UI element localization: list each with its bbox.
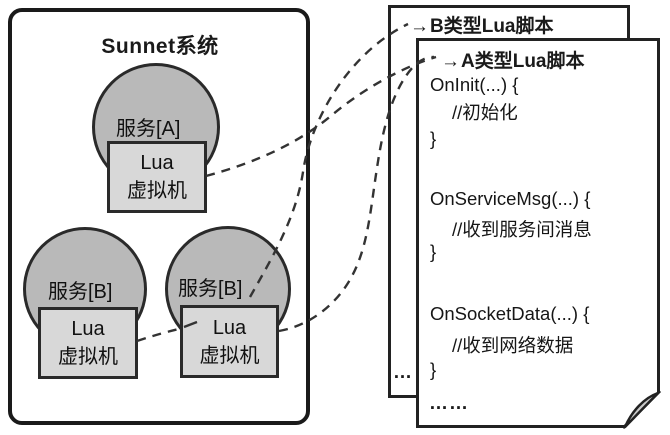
service-a-label: 服务[A]: [116, 118, 181, 140]
lua-vm-label-line1: Lua: [140, 152, 174, 174]
lua-vm-label-line2: 虚拟机: [127, 180, 187, 202]
code-line: OnSocketData(...) {: [430, 303, 590, 324]
code-line: OnServiceMsg(...) {: [430, 188, 591, 209]
lua-vm-label-line2: 虚拟机: [58, 346, 118, 368]
a-script-ellipsis: ……: [429, 393, 469, 414]
b-script-title-text: B类型Lua脚本: [430, 16, 554, 37]
code-line: }: [430, 241, 437, 262]
code-line: OnInit(...) {: [430, 74, 519, 95]
service-b-left-label: 服务[B]: [48, 281, 113, 303]
lua-vm-label-line1: Lua: [71, 318, 105, 340]
service-b-left-lua-vm-box: Lua 虚拟机: [38, 307, 138, 379]
service-b-right-lua-vm-box: Lua 虚拟机: [180, 305, 279, 378]
service-a-lua-vm-box: Lua 虚拟机: [107, 141, 207, 213]
b-script-title: →B类型Lua脚本: [410, 11, 554, 38]
code-line: //收到服务间消息: [452, 219, 592, 240]
lua-vm-label-line2: 虚拟机: [199, 344, 260, 367]
code-line: //初始化: [452, 102, 518, 123]
code-line: }: [430, 128, 437, 149]
b-script-arrow-icon: →: [410, 16, 429, 37]
a-script-title: →A类型Lua脚本: [441, 46, 585, 73]
a-script-arrow-icon: →: [441, 51, 460, 72]
code-line: //收到网络数据: [452, 335, 574, 356]
lua-vm-label-line1: Lua: [212, 316, 247, 339]
code-line: }: [430, 359, 437, 380]
sunnet-system-title: Sunnet系统: [101, 35, 219, 58]
service-b-right-label: 服务[B]: [178, 278, 243, 300]
a-script-page: [416, 38, 660, 428]
a-script-title-text: A类型Lua脚本: [461, 51, 585, 72]
b-script-ellipsis: …: [393, 362, 413, 383]
